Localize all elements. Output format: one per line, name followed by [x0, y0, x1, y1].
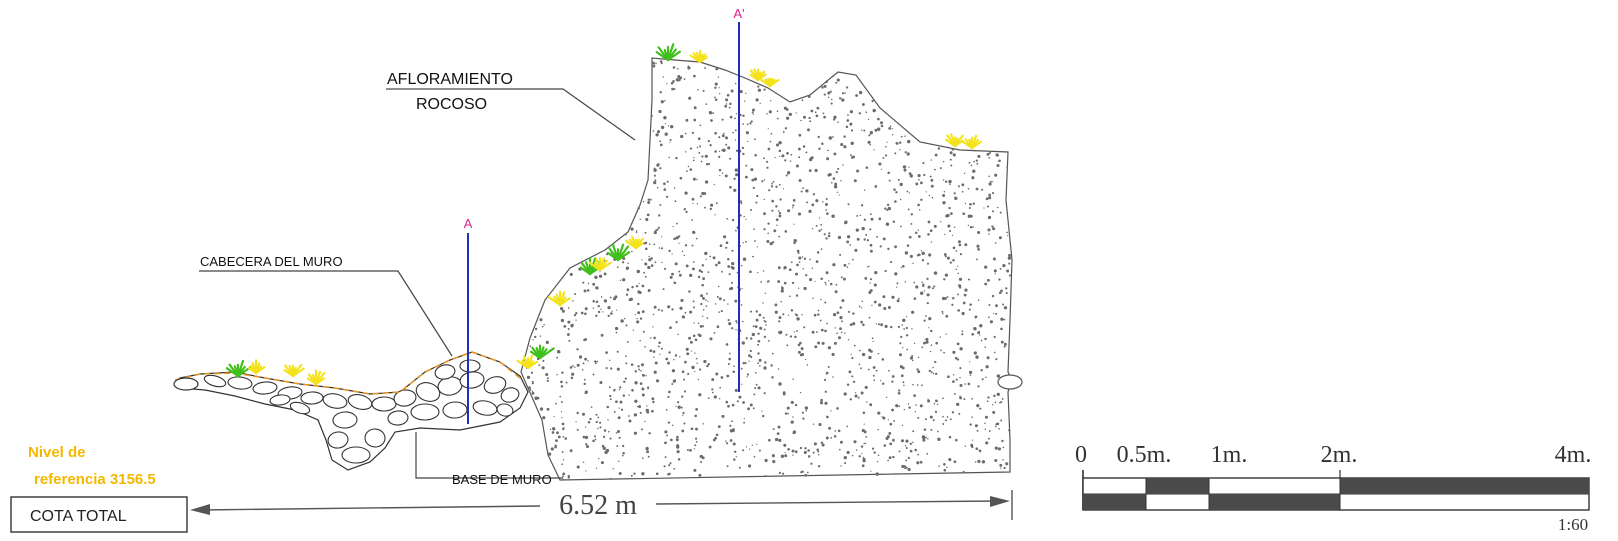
- section-line-a: A: [464, 216, 473, 424]
- scale-tick-1: 1m.: [1211, 442, 1248, 468]
- nivel-value: 3156.5: [110, 471, 156, 488]
- scale-ratio: 1:60: [1558, 515, 1588, 534]
- section-line-a-prime: A': [733, 6, 745, 392]
- loose-rock-left: [173, 377, 199, 391]
- cota-total-label: COTA TOTAL: [30, 508, 127, 525]
- nivel-line1: Nivel de: [28, 444, 86, 461]
- scale-tick-0-5: 0.5m.: [1117, 442, 1172, 468]
- scale-tick-0: 0: [1075, 442, 1087, 468]
- section-label-a-prime: A': [733, 6, 744, 21]
- scale-tick-2: 2m.: [1321, 442, 1358, 468]
- stone-wall: [173, 351, 529, 471]
- dimension-line: 6.52 m: [190, 490, 1013, 521]
- scale-tick-4: 4m.: [1555, 442, 1592, 468]
- section-label-a: A: [464, 216, 473, 231]
- label-afloramiento-1: AFLORAMIENTO: [387, 71, 513, 88]
- rock-outcrop: [520, 57, 1013, 481]
- leader-afloramiento: AFLORAMIENTO ROCOSO: [386, 71, 636, 141]
- wall-stones: [203, 359, 520, 464]
- scale-bar: 0 0.5m. 1m. 2m. 4m. 1:60: [1075, 442, 1591, 534]
- label-base: BASE DE MURO: [452, 472, 552, 487]
- nivel-line2: referencia 3156.5: [34, 471, 156, 488]
- vegetation: [225, 43, 983, 386]
- loose-rock-right: [997, 374, 1023, 390]
- label-afloramiento-2: ROCOSO: [416, 96, 487, 113]
- reference-level: Nivel de referencia 3156.5: [28, 444, 156, 488]
- dimension-value: 6.52 m: [559, 490, 637, 521]
- outcrop-texture: [525, 60, 1012, 481]
- leader-cabecera: CABECERA DEL MURO: [199, 254, 453, 357]
- label-cabecera: CABECERA DEL MURO: [200, 254, 343, 269]
- nivel-prefix: referencia: [34, 471, 106, 488]
- leader-base: BASE DE MURO: [415, 432, 563, 487]
- cota-total-box: COTA TOTAL: [10, 496, 188, 533]
